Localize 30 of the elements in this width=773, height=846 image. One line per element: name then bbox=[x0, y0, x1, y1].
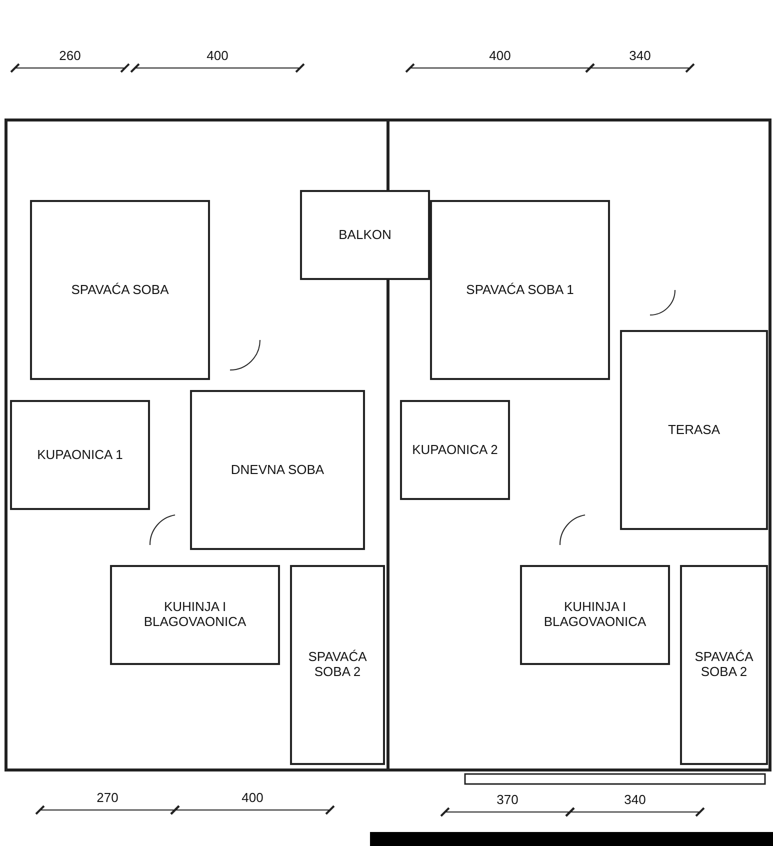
room-label: BALKON bbox=[338, 226, 392, 244]
room-label: SPAVAĆA SOBA bbox=[70, 280, 170, 299]
dimension-label: 400 bbox=[240, 790, 264, 805]
room-label: KUPAONICA 2 bbox=[411, 440, 499, 459]
room-outline bbox=[430, 200, 610, 380]
room-outline bbox=[300, 190, 430, 280]
dimension-label: 400 bbox=[488, 48, 512, 63]
room-outline bbox=[10, 400, 150, 510]
dimension-label: 400 bbox=[206, 48, 230, 63]
dimension-label: 340 bbox=[628, 48, 652, 63]
dimension-label: 370 bbox=[496, 792, 520, 807]
room-outline bbox=[520, 565, 670, 665]
room-outline bbox=[110, 565, 280, 665]
room-outline bbox=[30, 200, 210, 380]
room-outline bbox=[680, 565, 768, 765]
room-label: SPAVAĆA SOBA 1 bbox=[465, 280, 575, 299]
room-label: KUPAONICA 1 bbox=[36, 446, 124, 464]
room-label: SPAVAĆA SOBA 2 bbox=[694, 648, 754, 681]
dimension-label: 340 bbox=[623, 792, 647, 807]
dimension-label: 270 bbox=[96, 790, 120, 805]
room-label: DNEVNA SOBA bbox=[230, 460, 326, 479]
room-label: TERASA bbox=[666, 420, 721, 439]
room-outline bbox=[290, 565, 385, 765]
room-label: KUHINJA I BLAGOVAONICA bbox=[142, 598, 248, 631]
room-label: SPAVAĆA SOBA 2 bbox=[307, 648, 368, 681]
room-outline bbox=[620, 330, 768, 530]
room-outline bbox=[190, 390, 365, 550]
room-outline bbox=[400, 400, 510, 500]
dimension-label: 260 bbox=[58, 48, 82, 63]
room-label: KUHINJA I BLAGOVAONICA bbox=[542, 598, 648, 631]
